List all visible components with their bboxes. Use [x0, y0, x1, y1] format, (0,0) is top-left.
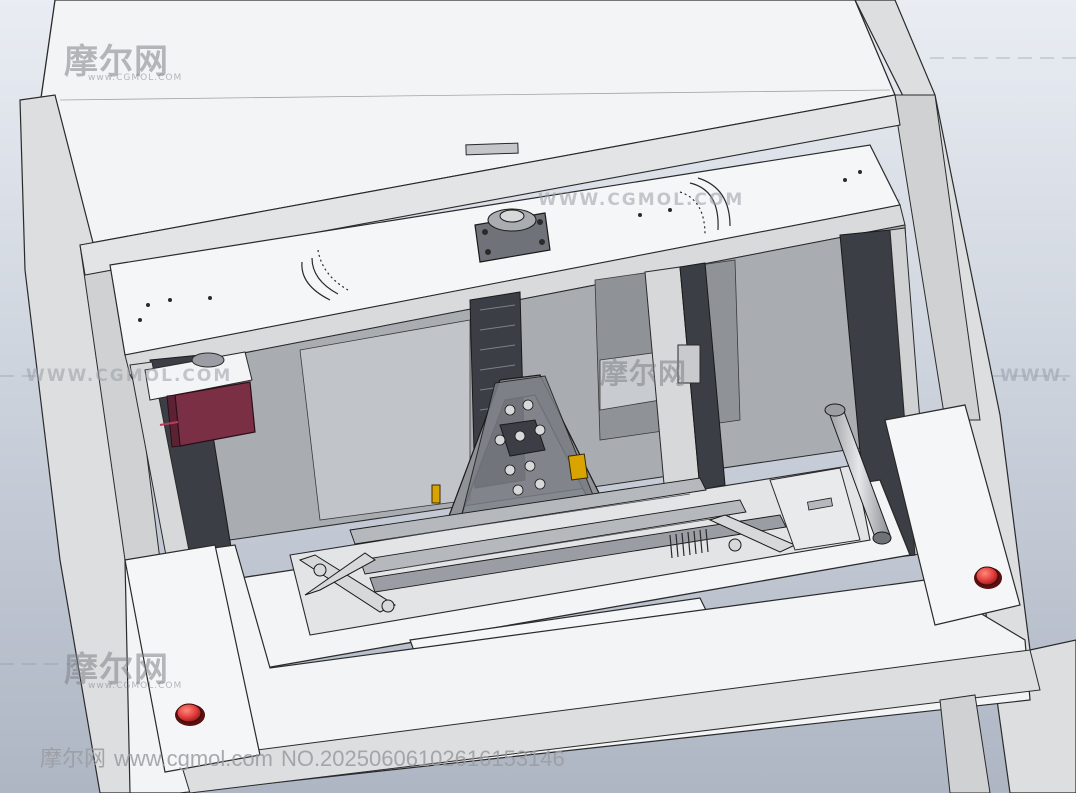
top-crossbeam: [79, 94, 901, 276]
front-table: [124, 544, 1031, 793]
plate-holes: [138, 170, 862, 322]
arc-slot-left: [301, 249, 349, 301]
watermark-logo-center: 摩尔网: [600, 357, 688, 390]
motor-coupling: [191, 352, 225, 368]
cover-handle[interactable]: [465, 142, 519, 156]
right-emergency-button[interactable]: [974, 566, 1002, 589]
footer-site-name: 摩尔网: [40, 746, 107, 771]
footer-watermark: 摩尔网 www.cgmol.com NO.20250606102616153146: [40, 741, 573, 773]
watermark-logo-bottom: 摩尔网: [64, 650, 169, 690]
arc-slot-right: [679, 177, 731, 236]
slider-block: [677, 344, 701, 384]
footer-serial: NO.20250606102616153146: [280, 746, 565, 771]
pin-comb: [669, 528, 709, 559]
footer-site-url: www.cgmol.com: [114, 746, 273, 771]
watermark-url-left: WWW.CGMOL.COM: [26, 366, 233, 386]
left-control-panel: [124, 544, 261, 773]
watermark-url-right: WWW.: [1000, 366, 1070, 386]
left-emergency-button[interactable]: [175, 703, 205, 726]
watermark-logo-sub-top: www.CGMOL.COM: [88, 73, 183, 83]
watermark-logo-top: 摩尔网: [64, 42, 169, 82]
table-front-edge: [179, 649, 1041, 793]
pneumatic-cylinder: [824, 403, 892, 545]
flange-bearing: [474, 208, 551, 263]
watermark-url-top: WWW.CGMOL.COM: [538, 190, 745, 210]
watermark-logo-sub-bottom: www.CGMOL.COM: [88, 681, 183, 691]
yellow-sensor: [567, 453, 589, 481]
right-column: [892, 94, 981, 421]
